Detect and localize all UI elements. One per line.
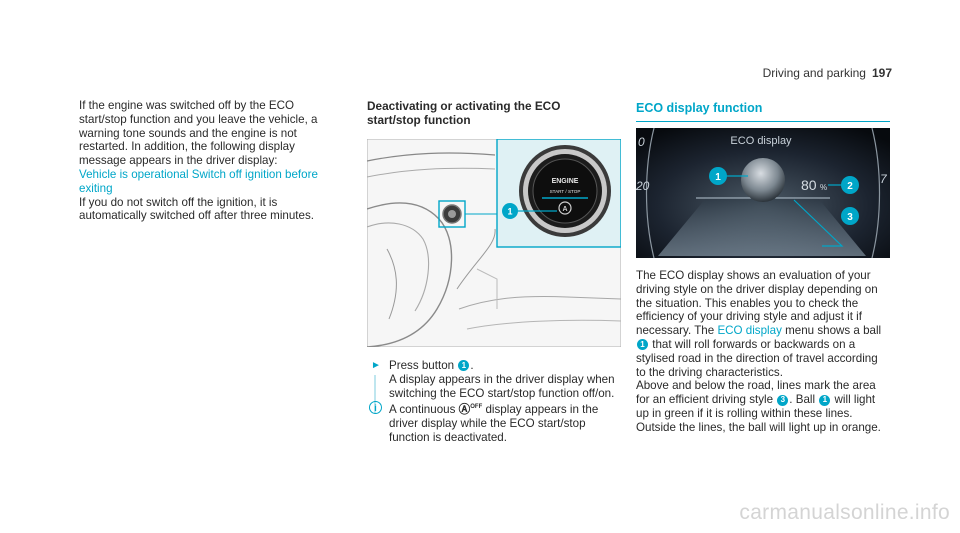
display-message: Vehicle is operational Switch off igniti… (79, 167, 318, 195)
eco-paragraph-1: The ECO display shows an evaluation of y… (636, 269, 882, 379)
eco-description: The ECO display shows an evaluation of y… (636, 269, 892, 435)
callout-1: 1 (507, 207, 512, 217)
eco-paragraph-2: Above and below the road, lines mark the… (636, 379, 881, 434)
gauge-left-bottom: 20 (636, 179, 650, 193)
page-header: Driving and parking 197 (763, 66, 892, 80)
eco-symbol: A (562, 206, 567, 213)
eco-display-drawing: ECO display 0 20 7 80 % 1 2 (635, 127, 890, 259)
eco-display-illustration: ECO display 0 20 7 80 % 1 2 (635, 127, 890, 259)
step-description: A display appears in the driver display … (389, 372, 615, 400)
info-icon: i (369, 401, 382, 415)
button-label-start-stop: START / STOP (550, 189, 581, 194)
start-stop-illustration: ENGINE START / STOP A 1 (366, 138, 622, 348)
page-number: 197 (871, 66, 892, 80)
watermark: carmanualsonline.info (739, 501, 950, 524)
eco-display-link[interactable]: ECO display (717, 324, 782, 338)
eco-section-title: ECO display function (636, 101, 763, 115)
left-paragraph-2: If you do not switch off the ignition, i… (79, 195, 314, 223)
eco-unit: % (820, 183, 827, 192)
gauge-right-top: 7 (880, 172, 888, 186)
step-badge: 1 (458, 360, 470, 372)
middle-column: Deactivating or activating the ECO start… (366, 99, 623, 444)
eco-off-icon: ⒶOFF (458, 403, 483, 417)
instruction-block: ► Press button 1. A display appears in t… (367, 359, 623, 445)
eco-callout-3: 3 (847, 212, 853, 223)
note-post: display appears in the driver display wh… (389, 403, 599, 444)
interior-drawing: ENGINE START / STOP A 1 (366, 138, 622, 348)
gauge-left-top: 0 (638, 135, 645, 149)
step-bar (374, 375, 376, 413)
eco-callout-1: 1 (715, 172, 721, 183)
eco-callout-2: 2 (847, 181, 853, 192)
note-pre: A continuous (389, 403, 456, 417)
step-pre: Press button (389, 359, 455, 372)
step-item: ► Press button 1. A display appears in t… (367, 359, 623, 400)
note-text: A continuous ⒶOFF display appears in the… (389, 401, 617, 444)
step-text: Press button 1. A display appears in the… (389, 359, 617, 400)
section-name: Driving and parking (762, 66, 866, 80)
right-column: ECO display function (635, 101, 892, 434)
left-column: If the engine was switched off by the EC… (79, 99, 341, 223)
title-rule (636, 121, 890, 122)
eco-value: 80 (801, 177, 817, 193)
button-label-engine: ENGINE (552, 178, 579, 185)
image-title: ECO display (730, 135, 792, 147)
left-paragraph-1: If the engine was switched off by the EC… (79, 99, 318, 168)
step-post: . (470, 359, 474, 372)
info-note: i A continuous ⒶOFF display appears in t… (367, 401, 623, 444)
step-arrow-icon: ► (371, 360, 381, 371)
section-heading: Deactivating or activating the ECO start… (367, 99, 561, 127)
